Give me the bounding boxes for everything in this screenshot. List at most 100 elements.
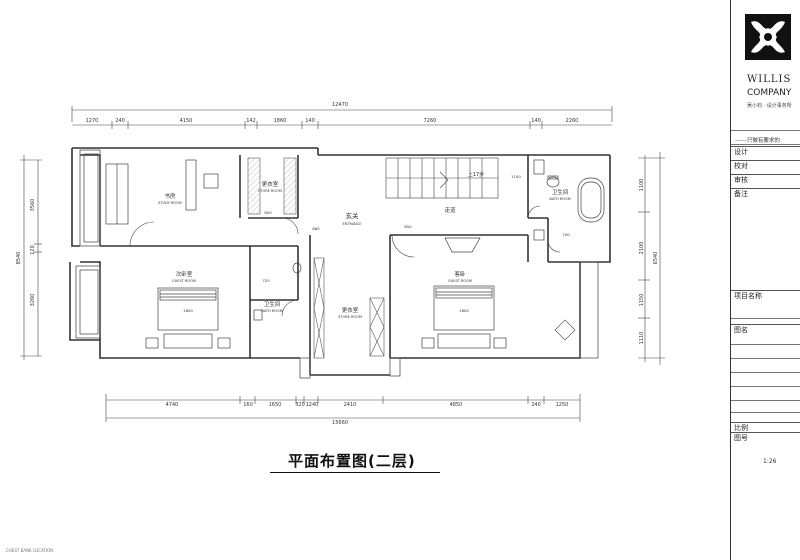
room-bath2-en: BATH ROOM (261, 309, 282, 313)
title-underline (270, 472, 440, 473)
svg-text:240: 240 (115, 118, 125, 124)
room-bath2-cn: 卫生间 (264, 300, 281, 308)
svg-text:700: 700 (562, 232, 570, 237)
study-furniture (105, 159, 219, 225)
room-store1-cn: 更衣室 (262, 180, 279, 188)
svg-text:320: 320 (295, 402, 305, 408)
row-design: 设计 (731, 146, 800, 158)
room-entrance-en: ENTRANCE (343, 222, 362, 226)
svg-text:6540: 6540 (653, 252, 659, 265)
svg-text:1860: 1860 (274, 118, 287, 124)
svg-text:1100: 1100 (511, 174, 521, 179)
floor-plan: 12470 1270 240 4150 142 1860 140 7260 14… (16, 102, 665, 426)
svg-text:2410: 2410 (344, 402, 357, 408)
svg-text:1800: 1800 (183, 308, 193, 313)
inner-dim-labels: 1100 850 600 720 1800 700 1800 880 (183, 174, 570, 313)
svg-text:1150: 1150 (639, 294, 645, 307)
svg-text:1110: 1110 (639, 332, 645, 345)
divider (731, 344, 800, 345)
room-labels: 书房 STUDY ROOM 更衣室 STORE ROOM 玄关 ENTRANCE… (158, 171, 571, 319)
top-dimensions (71, 106, 613, 129)
svg-text:2100: 2100 (639, 242, 645, 255)
doors (129, 205, 576, 341)
svg-text:1240: 1240 (306, 402, 319, 408)
company-slogan: ------只做有要求的 (735, 138, 780, 144)
company-logo-icon (745, 14, 791, 60)
divider (731, 130, 800, 131)
right-dimensions (638, 152, 665, 365)
title-block: WILLIS COMPANY 吴小钧 · 设计事务所 ------只做有要求的 … (730, 0, 800, 560)
divider (731, 386, 800, 387)
room-bath1-cn: 卫生间 (552, 188, 569, 196)
svg-text:850: 850 (404, 224, 412, 229)
svg-text:720: 720 (262, 278, 270, 283)
svg-text:160: 160 (243, 402, 253, 408)
svg-text:140: 140 (531, 118, 541, 124)
svg-text:120: 120 (30, 245, 36, 255)
svg-text:140: 140 (305, 118, 315, 124)
svg-text:2260: 2260 (566, 118, 579, 124)
divider (731, 400, 800, 401)
bed-guest-2 (145, 287, 231, 349)
svg-text:880: 880 (312, 226, 320, 231)
svg-text:1800: 1800 (459, 308, 469, 313)
svg-text:7260: 7260 (424, 118, 437, 124)
company-name-line2: COMPANY (747, 88, 792, 98)
room-guest1-en: GUEST ROOM (448, 279, 472, 283)
svg-text:4850: 4850 (450, 402, 463, 408)
svg-text:240: 240 (531, 402, 541, 408)
svg-text:1250: 1250 (556, 402, 569, 408)
divider (731, 358, 800, 359)
svg-text:4740: 4740 (166, 402, 179, 408)
row-check: 校对 (731, 160, 800, 172)
walls (69, 147, 611, 376)
left-dim-labels: 3560 120 3260 8540 (16, 199, 36, 307)
divider (731, 318, 800, 319)
svg-text:4150: 4150 (180, 118, 193, 124)
svg-text:1270: 1270 (86, 118, 99, 124)
top-total-dim: 12470 (332, 102, 348, 108)
room-corridor-cn: 走道 (444, 206, 456, 214)
wardrobes (247, 157, 385, 359)
drawing-title: 平面布置图(二层) (288, 452, 416, 470)
svg-text:1100: 1100 (639, 179, 645, 192)
svg-text:15660: 15660 (332, 420, 348, 426)
room-guest2-cn: 次卧室 (176, 270, 193, 278)
svg-text:600: 600 (264, 210, 272, 215)
bed-guest-1 (421, 237, 507, 349)
footer-note: CHEST BANK LOCATION (6, 548, 54, 553)
svg-text:8540: 8540 (16, 252, 22, 265)
room-store2-en: STORE ROOM (338, 315, 362, 319)
bottom-dimensions (105, 394, 581, 422)
room-study-cn: 书房 (164, 192, 176, 200)
svg-text:1650: 1650 (269, 402, 282, 408)
room-guest1-cn: 客卧 (454, 270, 466, 278)
bath-fixtures (253, 159, 605, 321)
staircase (385, 157, 499, 199)
room-entrance-cn: 玄关 (346, 211, 360, 220)
scale-value: 1:26 (763, 458, 777, 465)
room-store2-cn: 更衣室 (342, 306, 359, 314)
row-drawing-number: 图号 (731, 432, 800, 444)
company-name-line1: WILLIS (747, 74, 792, 85)
divider (731, 412, 800, 413)
row-notes: 备注 (731, 188, 800, 200)
room-study-en: STUDY ROOM (158, 201, 182, 205)
balcony-outlines (75, 149, 599, 379)
svg-text:142: 142 (246, 118, 256, 124)
room-stair-cn: 上17步 (468, 171, 484, 178)
svg-text:3260: 3260 (30, 294, 36, 307)
right-dim-labels: 1100 2100 1150 1110 6540 (639, 179, 659, 345)
divider (731, 372, 800, 373)
room-guest2-en: GUEST ROOM (172, 279, 196, 283)
row-review: 审核 (731, 174, 800, 186)
svg-text:3560: 3560 (30, 199, 36, 212)
row-project-name: 项目名称 (731, 290, 800, 302)
divider (731, 144, 800, 145)
bottom-dim-labels: 4740 160 1650 320 1240 2410 4850 240 125… (166, 402, 569, 426)
room-bath1-en: BATH ROOM (549, 197, 570, 201)
top-segment-labels: 1270 240 4150 142 1860 140 7260 140 2260 (86, 118, 579, 124)
left-dimensions (20, 155, 42, 360)
row-scale: 比例 (731, 422, 800, 434)
room-store1-en: STORE ROOM (258, 189, 282, 193)
